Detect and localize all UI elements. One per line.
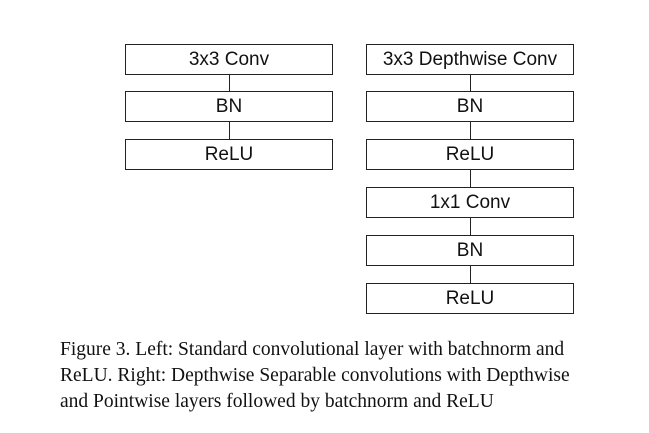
caption-line: Figure 3. Left: Standard convolutional l… [60,339,565,360]
right-connector [470,122,471,139]
right-connector [470,75,471,91]
left-connector [229,75,230,91]
right-bn-block: BN [366,235,574,266]
left-relu-block: ReLU [125,139,333,170]
right-pointwise-conv-block: 1x1 Conv [366,187,574,218]
right-depthwise-conv-block: 3x3 Depthwise Conv [366,44,574,75]
left-connector [229,122,230,139]
architecture-diagram: 3x3 Conv BN ReLU 3x3 Depthwise Conv BN R… [125,44,574,314]
caption-line: ReLU. Right: Depthwise Separable convolu… [60,365,570,386]
left-conv-block: 3x3 Conv [125,44,333,75]
caption-line: and Pointwise layers followed by batchno… [60,391,494,412]
right-connector [470,170,471,187]
left-bn-block: BN [125,91,333,122]
right-bn-block: BN [366,91,574,122]
right-relu-block: ReLU [366,283,574,314]
right-relu-block: ReLU [366,139,574,170]
right-connector [470,266,471,283]
figure-caption: Figure 3. Left: Standard convolutional l… [60,337,645,415]
right-connector [470,218,471,235]
